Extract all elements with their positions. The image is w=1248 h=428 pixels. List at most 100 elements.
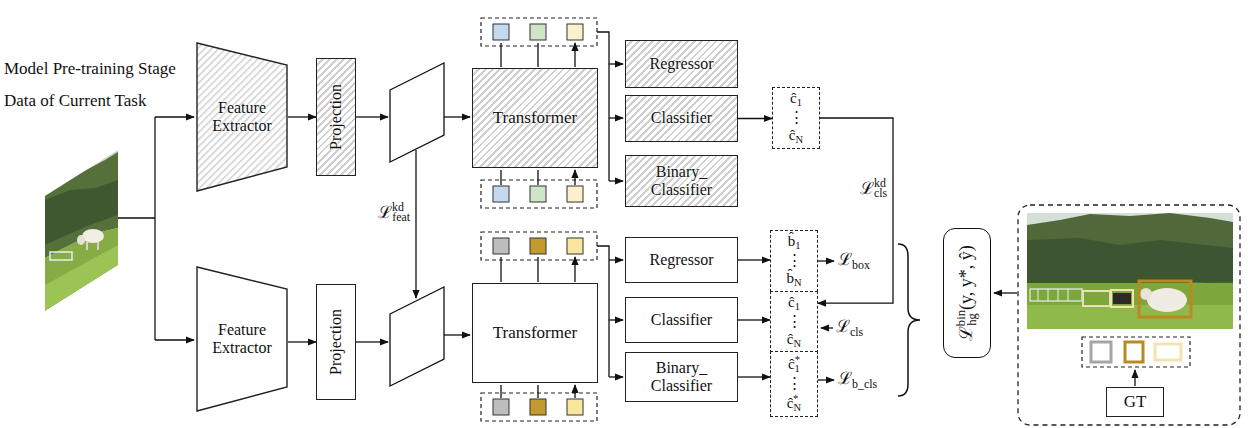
bounding-box (1139, 281, 1191, 317)
feature-extractor: Feature Extractor (196, 266, 288, 412)
loss-label: ℒcls (836, 317, 863, 339)
query-arrow (501, 257, 575, 282)
gt-box-icon (1155, 344, 1181, 360)
subscript: box (852, 258, 870, 272)
math-base: ĉ (790, 90, 797, 106)
text-group: ĉ1⋮ĉN (789, 90, 804, 146)
flow-arrow (356, 116, 388, 117)
node-text: Projection (327, 84, 345, 150)
photo-cow-head (1140, 288, 1152, 300)
node-text: ĉN* (787, 393, 802, 414)
trapezoid-shape (197, 267, 287, 411)
superscript: kd (874, 176, 886, 190)
math-base: ℒ (838, 369, 852, 388)
node-text: Binary_ Classifier (637, 359, 727, 396)
output-box: ĉ1⋮ĉN (772, 87, 820, 149)
node-text: Transformer (493, 108, 577, 128)
head-box: Classifier (625, 95, 738, 142)
transformer-box: Transformer (472, 68, 598, 168)
loss-label: ℒb_cls (838, 369, 877, 391)
text-group: Feature Extractor (203, 321, 281, 358)
text-group: ℒhgbin(y, y*, ŷ) (954, 245, 979, 341)
math-base: b̂ (788, 233, 796, 249)
math-base: ℒ (378, 202, 392, 221)
photo-trees-dark (1027, 238, 1233, 286)
branch-arrow (155, 339, 194, 340)
math-rest: (y, y*, ŷ) (956, 245, 976, 310)
distill-arrow (415, 150, 416, 298)
connector (288, 341, 316, 342)
transformer-box: Transformer (472, 283, 598, 383)
query-square (493, 24, 509, 40)
text-group: Transformer (493, 323, 577, 343)
feature-extractor: Feature Extractor (196, 42, 288, 192)
query-square (567, 24, 583, 40)
head-box: Classifier (625, 297, 738, 343)
input-photo (45, 150, 118, 311)
connector (738, 376, 770, 377)
subscript: N (794, 338, 802, 349)
text-group: Binary_ Classifier (637, 359, 727, 396)
loss-arrow (818, 260, 834, 261)
stage-label: Data of Current Task (4, 91, 146, 111)
math-base: ℒ (956, 326, 976, 341)
superscript: bin (954, 310, 968, 326)
branch-line (118, 117, 155, 340)
photo-fence-bars (1038, 289, 1068, 301)
head-arrow (609, 259, 623, 260)
bounding-box (1111, 290, 1133, 307)
query-square (567, 399, 583, 415)
query-row (481, 180, 597, 208)
trapezoid-shape (197, 43, 287, 191)
math-base: ĉ (788, 294, 795, 310)
loss-arrow (821, 327, 833, 328)
node-text: b̂N (786, 270, 801, 289)
head-box: Regressor (625, 237, 738, 283)
superscript: * (795, 354, 800, 365)
gt-arrow (994, 292, 1017, 293)
gt-box-row (1082, 337, 1190, 367)
text-group: GT (1124, 392, 1147, 412)
projection-box: Projection (316, 284, 356, 400)
query-square (567, 238, 583, 254)
query-row (481, 393, 597, 421)
query-arrow (501, 170, 575, 185)
math-base: ℒ (838, 250, 852, 269)
subscript: N (794, 277, 802, 288)
head-bus (597, 32, 609, 181)
loss-box: ℒhgbin(y, y*, ŷ) (943, 228, 991, 358)
feature-map (390, 287, 444, 386)
connector (738, 118, 772, 119)
subscript: b_cls (852, 377, 877, 391)
text-group: Transformer (493, 108, 577, 128)
node-text: Feature Extractor (203, 99, 281, 136)
photo-animal (1113, 293, 1131, 304)
connector (818, 118, 893, 303)
query-square (530, 186, 546, 202)
photo-grass-light (1027, 305, 1233, 329)
node-text: Classifier (651, 109, 712, 127)
photo-fence (1030, 289, 1082, 301)
node-text: b̂1 (788, 233, 801, 252)
photo-grass (45, 228, 118, 311)
text-group: Regressor (650, 251, 714, 269)
node-text: ĉN (789, 127, 803, 146)
gt-panel (1018, 205, 1240, 425)
node-text: Binary_ Classifier (637, 163, 727, 200)
node-text: Projection (327, 309, 345, 375)
photo-grass-light (45, 245, 118, 311)
loss-label: ℒbox (838, 250, 870, 272)
query-arrow (501, 385, 575, 398)
subscript: 1 (795, 240, 800, 251)
flow-arrow (356, 341, 388, 342)
photo-cow (82, 229, 104, 243)
node-text: ĉ1* (788, 354, 800, 375)
text-group: Regressor (650, 55, 714, 73)
node-text: Classifier (651, 311, 712, 329)
superscript: * (793, 393, 798, 404)
node-text: Transformer (493, 323, 577, 343)
node-text: GT (1124, 392, 1147, 412)
gt-arrow (1134, 370, 1135, 386)
